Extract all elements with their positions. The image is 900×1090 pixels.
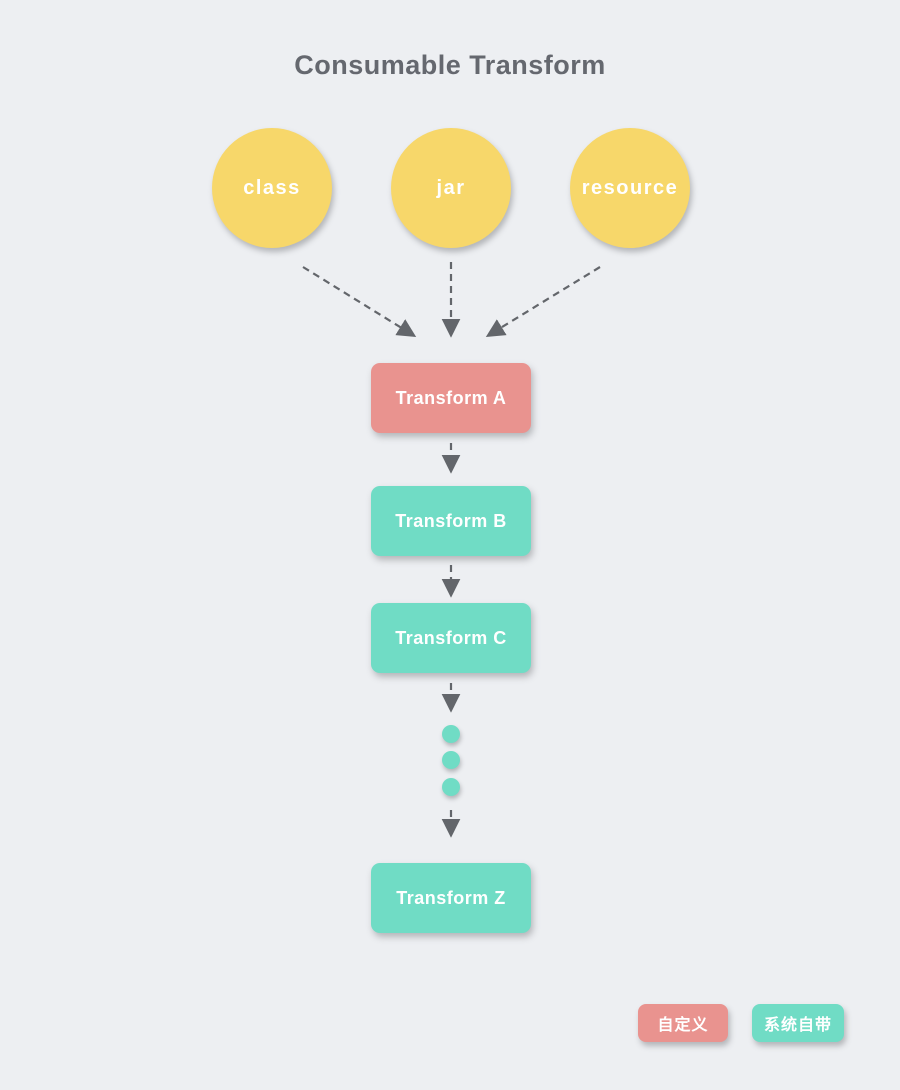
source-label: class (243, 176, 301, 199)
legend-label: 自定义 (657, 1017, 709, 1034)
source-label: jar (436, 176, 466, 199)
transform-label: Transform A (395, 387, 507, 408)
transform-node-c: Transform C (371, 603, 531, 673)
transform-label: Transform C (395, 627, 507, 648)
legend-badge-system: 系统自带 (752, 1004, 844, 1042)
transform-node-b: Transform B (371, 486, 531, 556)
arrow-class-to-transform-a (302, 266, 417, 337)
source-label: resource (581, 176, 679, 199)
source-node-resource: resource (570, 128, 690, 248)
arrow-resource-to-transform-a (485, 266, 601, 337)
transform-label: Transform B (395, 510, 507, 531)
legend-badge-custom: 自定义 (638, 1004, 728, 1042)
ellipsis-dot (442, 778, 460, 796)
ellipsis-dot (442, 751, 460, 769)
transform-node-z: Transform Z (371, 863, 531, 933)
source-node-class: class (212, 128, 332, 248)
transform-node-a: Transform A (371, 363, 531, 433)
transform-label: Transform Z (396, 887, 506, 908)
diagram-title: Consumable Transform (294, 50, 606, 80)
source-node-jar: jar (391, 128, 511, 248)
ellipsis-dot (442, 725, 460, 743)
legend-label: 系统自带 (763, 1017, 832, 1034)
